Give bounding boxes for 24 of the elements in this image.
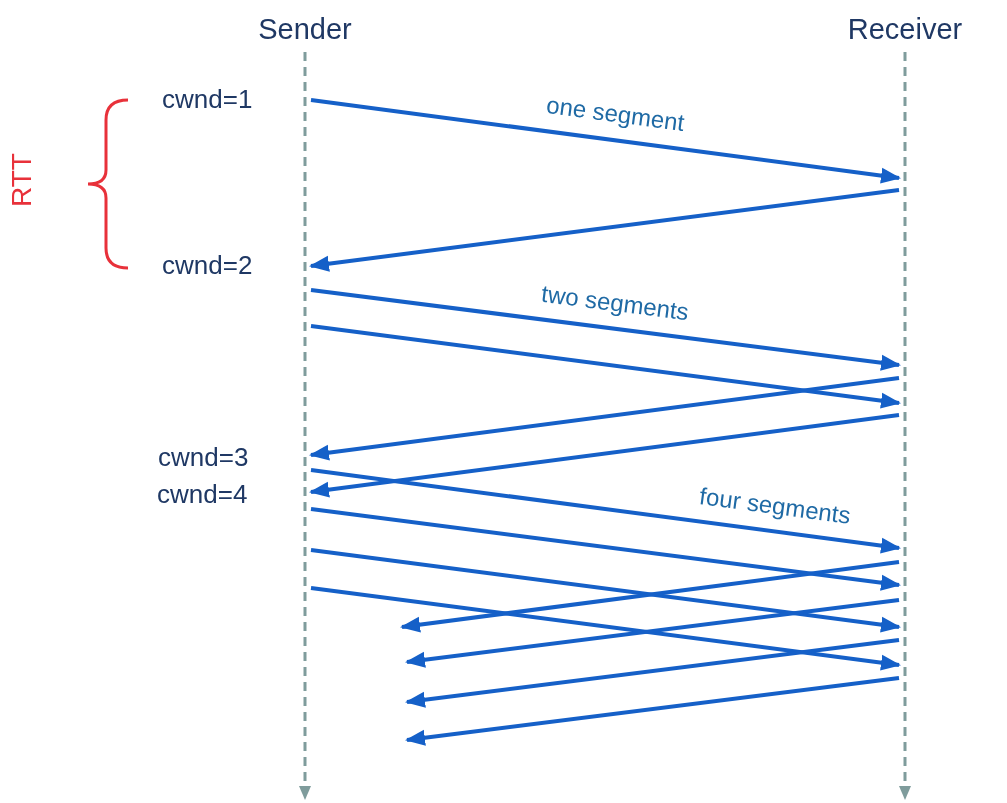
axis-label: RTT (7, 153, 36, 207)
window-label: cwnd=3 (158, 444, 249, 470)
edge-label: one segment (544, 93, 686, 136)
arrow (310, 586, 901, 671)
arrow (405, 676, 900, 746)
arrow (400, 560, 900, 633)
window-label: cwnd=1 (162, 86, 253, 112)
arrow (309, 413, 900, 498)
arrow (310, 548, 901, 633)
arrow (405, 638, 900, 708)
arrow (309, 188, 900, 272)
arrow (309, 376, 900, 461)
participant-label: Sender (258, 13, 352, 47)
arrow (310, 288, 901, 371)
arrow (310, 98, 901, 184)
arrow (310, 468, 901, 554)
edge-label: four segments (698, 483, 852, 528)
arrow (310, 324, 901, 409)
arrow (310, 507, 901, 591)
participant-label: Receiver (847, 13, 963, 47)
window-label: cwnd=2 (162, 252, 253, 278)
window-label: cwnd=4 (157, 481, 248, 507)
arrow (405, 598, 900, 668)
edge-label: two segments (540, 281, 690, 325)
